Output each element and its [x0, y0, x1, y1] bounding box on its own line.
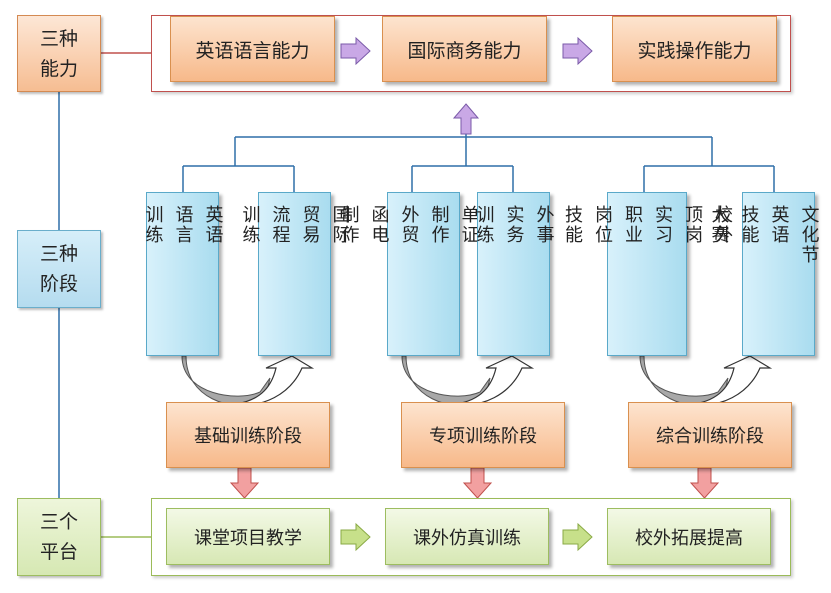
right-arrow-icon	[340, 36, 371, 66]
curved-arrow-icon	[181, 355, 315, 407]
label-platforms-text: 三个平台	[39, 511, 78, 563]
label-abilities: 三种能力	[17, 15, 101, 92]
right-arrow-icon	[340, 522, 371, 552]
platforms-frame	[151, 498, 791, 576]
skill-text-col: 英语	[768, 205, 790, 245]
skill-text-col: 国际	[329, 205, 351, 245]
skill-text-col: 训练	[473, 205, 495, 245]
skill-trade-docs-correspondence: 外贸 单证 制作 外贸 函电 制作	[339, 192, 510, 356]
skill-text-col: 训练	[239, 205, 261, 245]
skill-text-col: 贸易	[299, 205, 321, 245]
stage-basic-text: 基础训练阶段	[194, 426, 302, 447]
skill-text-col: 实习	[652, 205, 673, 245]
stage-comprehensive-text: 综合训练阶段	[656, 426, 764, 447]
stage-specialized-text: 专项训练阶段	[429, 426, 537, 447]
ability-practice: 实践操作能力	[612, 16, 777, 82]
skill-text-col: 函电	[368, 205, 390, 245]
ability-english-text: 英语语言能力	[195, 39, 310, 62]
skill-text-col: 训练	[142, 205, 164, 245]
platform-classroom-text: 课堂项目教学	[194, 527, 302, 549]
down-arrow-icon	[462, 467, 493, 499]
skill-text-col: 文化节	[798, 205, 820, 265]
label-abilities-text: 三种能力	[39, 27, 78, 80]
ability-english: 英语语言能力	[170, 16, 335, 82]
skill-text-col: 岗位	[592, 205, 613, 245]
platform-external: 校外拓展提高	[607, 508, 771, 565]
ability-business-text: 国际商务能力	[407, 39, 522, 62]
platform-external-text: 校外拓展提高	[635, 527, 743, 549]
skill-text-col: 校外	[712, 205, 733, 245]
skill-text-col: 技能	[738, 205, 760, 245]
down-arrow-icon	[689, 467, 720, 499]
skill-text-col: 大赛	[708, 205, 730, 245]
skill-english-language: 英语 语言 训练	[143, 192, 224, 356]
skill-text-col: 英语	[202, 205, 224, 245]
skill-text-col: 技能	[562, 205, 583, 245]
skill-text-col: 制作	[338, 205, 360, 245]
skill-text-col: 语言	[172, 205, 194, 245]
stage-basic: 基础训练阶段	[166, 402, 330, 468]
label-platforms: 三个平台	[17, 498, 101, 576]
label-stages: 三种阶段	[17, 230, 101, 308]
skill-text-col: 单证	[458, 205, 480, 245]
skill-text-col: 顶岗	[682, 205, 703, 245]
stage-comprehensive: 综合训练阶段	[628, 402, 792, 468]
skill-text-col: 英语	[828, 205, 831, 245]
platform-simulation-text: 课外仿真训练	[413, 527, 521, 549]
stage-specialized: 专项训练阶段	[401, 402, 565, 468]
skill-english-events: 英语 文化节 英语 技能 大赛	[709, 192, 831, 356]
ability-practice-text: 实践操作能力	[637, 39, 752, 62]
right-arrow-icon	[562, 522, 593, 552]
skill-text-col: 制作	[428, 205, 450, 245]
curved-arrow-icon	[401, 355, 535, 407]
skill-trade-process: 国际 贸易 流程 训练	[240, 192, 351, 356]
skill-text-col: 流程	[269, 205, 291, 245]
platform-simulation: 课外仿真训练	[385, 508, 549, 565]
skill-foreign-affairs: 外事 实务 训练	[474, 192, 555, 356]
abilities-frame	[151, 15, 791, 92]
skill-text-col: 外事	[533, 205, 555, 245]
platform-classroom: 课堂项目教学	[166, 508, 330, 565]
ability-business: 国际商务能力	[382, 16, 547, 82]
curved-arrow-icon	[639, 355, 773, 407]
up-arrow-icon	[452, 103, 480, 135]
skill-text-col: 外贸	[398, 205, 420, 245]
down-arrow-icon	[229, 467, 260, 499]
skill-internship-vocational: 校外 顶岗 实习 职业 岗位 技能	[562, 192, 733, 356]
right-arrow-icon	[562, 36, 593, 66]
skill-text-col: 职业	[622, 205, 643, 245]
label-stages-text: 三种阶段	[39, 243, 78, 295]
skill-text-col: 实务	[503, 205, 525, 245]
